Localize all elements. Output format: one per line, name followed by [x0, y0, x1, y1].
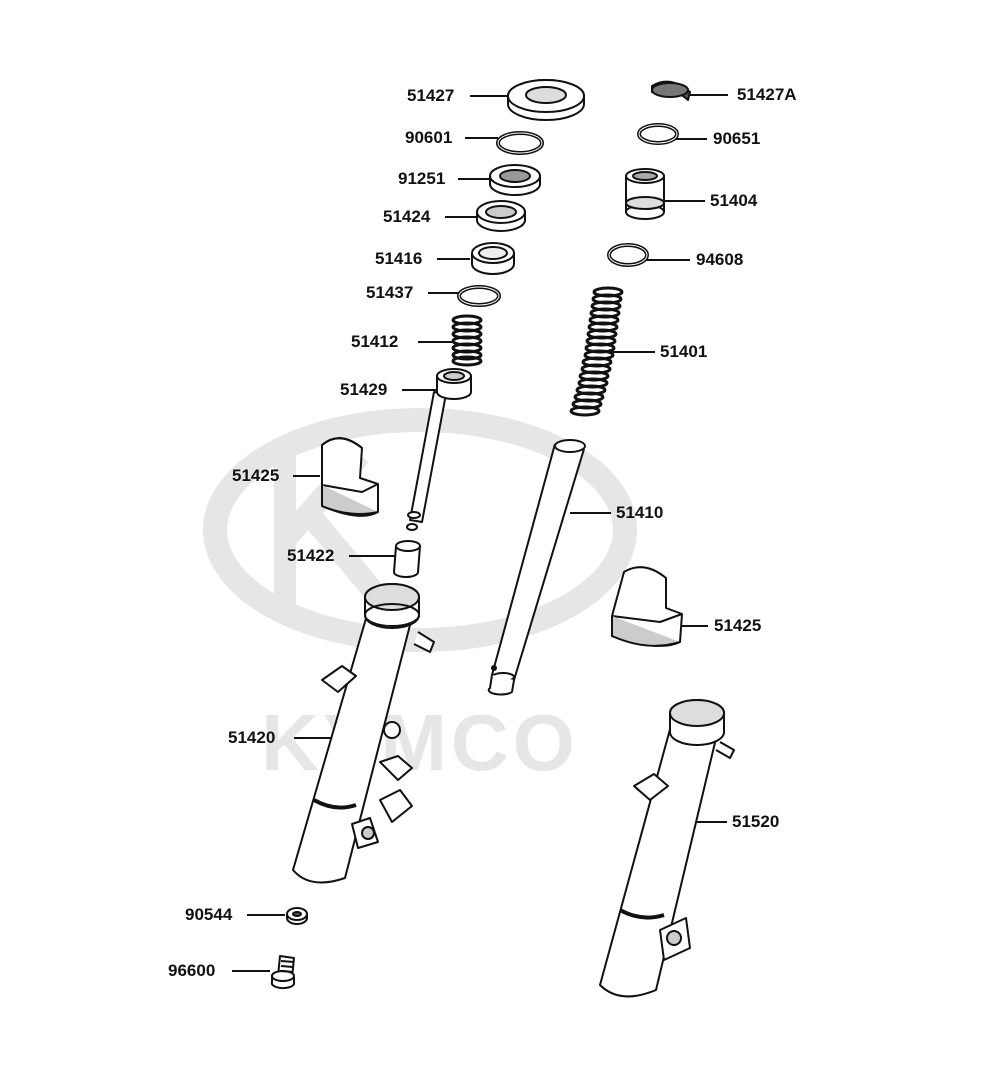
washer-90544 — [286, 907, 308, 925]
label-51420[interactable]: 51420 — [228, 728, 276, 747]
cover-51425-right — [611, 566, 683, 647]
label-51422[interactable]: 51422 — [287, 546, 335, 565]
fork-leg-51420 — [292, 583, 435, 884]
label-96600[interactable]: 96600 — [168, 961, 216, 980]
cylinder-51422 — [393, 540, 421, 578]
fork-leg-51520 — [599, 699, 735, 998]
label-51429[interactable]: 51429 — [340, 380, 388, 399]
label-90544[interactable]: 90544 — [185, 905, 233, 924]
spring-51412 — [451, 314, 483, 367]
bushing-51404 — [625, 168, 665, 220]
label-51520[interactable]: 51520 — [732, 812, 780, 831]
label-51425-left[interactable]: 51425 — [232, 466, 280, 485]
cap-51427A — [651, 80, 691, 101]
ring-51424 — [476, 200, 526, 232]
ring-51416 — [471, 242, 515, 275]
dust-cap-51427 — [507, 79, 585, 121]
label-90601[interactable]: 90601 — [405, 128, 453, 147]
spring-51401 — [569, 286, 624, 417]
watermark-text: KYMCO — [261, 698, 579, 787]
label-51424[interactable]: 51424 — [383, 207, 431, 226]
label-51427A[interactable]: 51427A — [737, 85, 797, 104]
label-51404[interactable]: 51404 — [710, 191, 758, 210]
oil-seal-91251 — [489, 164, 541, 196]
label-51437[interactable]: 51437 — [366, 283, 414, 302]
damper-rod-51429 — [406, 368, 472, 531]
leader-lines — [232, 94, 728, 972]
label-94608[interactable]: 94608 — [696, 250, 744, 269]
label-51416[interactable]: 51416 — [375, 249, 423, 268]
bolt-96600 — [270, 955, 295, 990]
inner-tube-51410 — [487, 439, 586, 696]
label-51401[interactable]: 51401 — [660, 342, 708, 361]
label-91251[interactable]: 91251 — [398, 169, 446, 188]
label-51425-right[interactable]: 51425 — [714, 616, 762, 635]
label-51412[interactable]: 51412 — [351, 332, 399, 351]
cover-51425-left — [321, 437, 379, 517]
label-90651[interactable]: 90651 — [713, 129, 761, 148]
label-51427[interactable]: 51427 — [407, 86, 455, 105]
label-51410[interactable]: 51410 — [616, 503, 664, 522]
